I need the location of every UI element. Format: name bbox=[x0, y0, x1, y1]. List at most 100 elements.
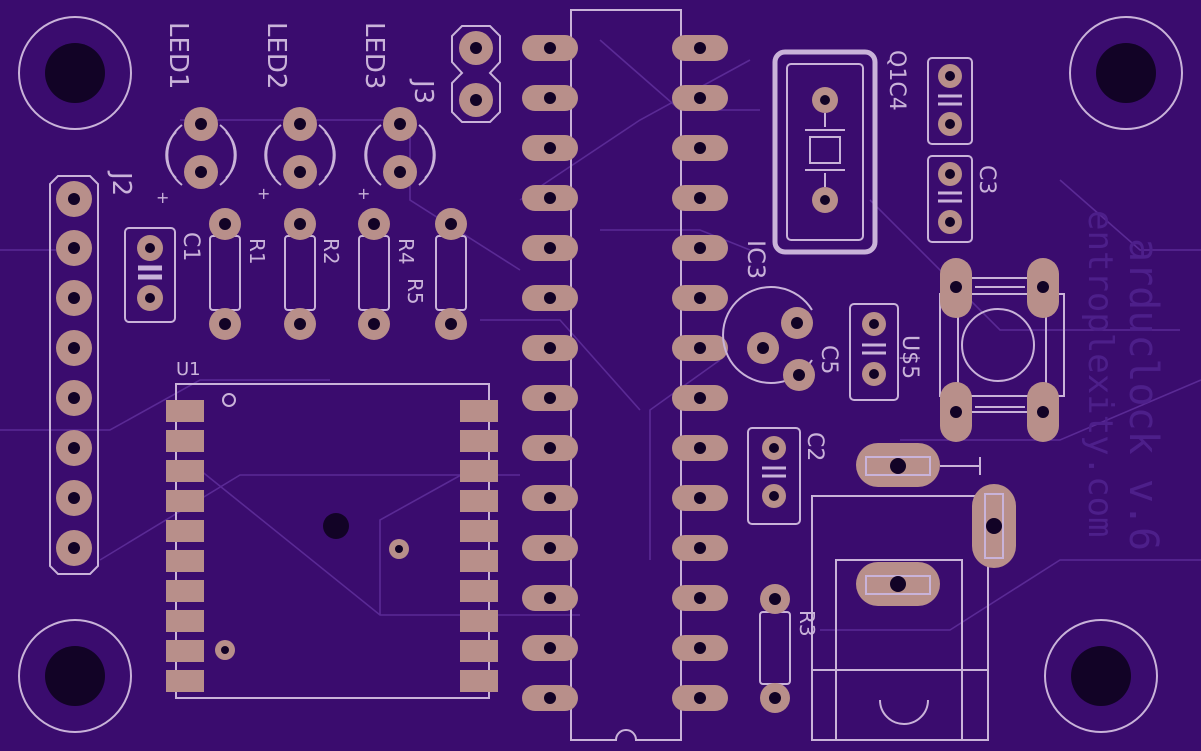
r5-resistor bbox=[435, 208, 467, 340]
board-url: entroplexity.com bbox=[1080, 210, 1120, 538]
u1-pad-left bbox=[166, 520, 204, 542]
ic-pin-left bbox=[522, 685, 578, 711]
ic-pin-right bbox=[672, 35, 728, 61]
ic-pin-left bbox=[522, 635, 578, 661]
u1-pad-right bbox=[460, 490, 498, 512]
u1-pad-left bbox=[166, 610, 204, 632]
label-q1: Q1 bbox=[884, 50, 909, 81]
ic-pin-right bbox=[672, 385, 728, 411]
label-r4: R4 bbox=[394, 238, 418, 265]
u1-module bbox=[166, 383, 498, 699]
label-r5: R5 bbox=[403, 278, 427, 305]
ic-pin-left bbox=[522, 285, 578, 311]
u1-pad-right bbox=[460, 430, 498, 452]
mounting-hole-top-right bbox=[1069, 16, 1183, 130]
ic-socket-28pin bbox=[522, 9, 728, 741]
u1-pad-right bbox=[460, 400, 498, 422]
ic-pin-right bbox=[672, 685, 728, 711]
label-j3: J3 bbox=[408, 78, 438, 104]
u1-pad-right bbox=[460, 610, 498, 632]
ic-pin-right bbox=[672, 185, 728, 211]
ic-pin-right bbox=[672, 285, 728, 311]
label-r3: R3 bbox=[795, 610, 819, 637]
u1-pad-left bbox=[166, 550, 204, 572]
j2-header bbox=[49, 175, 99, 575]
label-c3: C3 bbox=[974, 165, 999, 194]
ic-pin-left bbox=[522, 335, 578, 361]
r1-resistor bbox=[209, 208, 241, 340]
ic-pin-right bbox=[672, 585, 728, 611]
label-plus-led3: + bbox=[357, 184, 370, 203]
u1-pad-left bbox=[166, 490, 204, 512]
label-u5: U$5 bbox=[897, 335, 922, 379]
label-c5: C5 bbox=[816, 345, 841, 374]
r3-resistor bbox=[759, 584, 791, 713]
u1-pad-left bbox=[166, 400, 204, 422]
led2-footprint bbox=[264, 107, 336, 189]
label-plus-led2: + bbox=[257, 184, 270, 203]
u1-pad-right bbox=[460, 580, 498, 602]
ic3-regulator bbox=[722, 286, 815, 391]
u1-pad-left bbox=[166, 460, 204, 482]
ic-pin-right bbox=[672, 235, 728, 261]
mounting-hole-top-left bbox=[18, 16, 132, 130]
pushbutton bbox=[939, 258, 1065, 442]
label-u1: U1 bbox=[176, 359, 201, 380]
label-c1: C1 bbox=[178, 232, 203, 261]
ic-pin-left bbox=[522, 135, 578, 161]
j3-header bbox=[451, 25, 501, 123]
r4-resistor bbox=[358, 208, 390, 340]
ic-pin-right bbox=[672, 635, 728, 661]
copper-traces bbox=[0, 39, 1201, 631]
c5-capacitor bbox=[849, 303, 899, 401]
u1-pad-right bbox=[460, 460, 498, 482]
u1-pad-left bbox=[166, 580, 204, 602]
u1-pad-right bbox=[460, 550, 498, 572]
ic-pin-left bbox=[522, 185, 578, 211]
u1-pad-left bbox=[166, 430, 204, 452]
ic-pin-right bbox=[672, 85, 728, 111]
label-led2: LED2 bbox=[261, 22, 291, 89]
label-ic3: IC3 bbox=[742, 240, 770, 279]
label-led1: LED1 bbox=[163, 22, 193, 89]
u1-pad-right bbox=[460, 520, 498, 542]
ic-pin-left bbox=[522, 485, 578, 511]
power-jack bbox=[811, 443, 1016, 741]
ic-pin-right bbox=[672, 485, 728, 511]
q1-crystal bbox=[772, 49, 878, 255]
led1-footprint bbox=[165, 107, 237, 189]
led3-footprint bbox=[364, 107, 436, 189]
u1-pad-right bbox=[460, 670, 498, 692]
u1-pad-left bbox=[166, 640, 204, 662]
u1-pad-left bbox=[166, 670, 204, 692]
label-plus-led1: + bbox=[156, 188, 169, 207]
ic-pin-left bbox=[522, 235, 578, 261]
ic-pin-left bbox=[522, 435, 578, 461]
label-c4: C4 bbox=[884, 81, 909, 110]
c4-capacitor bbox=[927, 57, 973, 145]
label-led3: LED3 bbox=[359, 22, 389, 89]
ic-pin-right bbox=[672, 135, 728, 161]
c1-capacitor bbox=[124, 227, 176, 323]
mounting-hole-bottom-left bbox=[18, 619, 132, 733]
ic-pin-left bbox=[522, 385, 578, 411]
label-c2: C2 bbox=[802, 432, 827, 461]
r2-resistor bbox=[284, 208, 316, 340]
u1-pad-right bbox=[460, 640, 498, 662]
label-j2: J2 bbox=[106, 170, 136, 196]
label-q1c4: Q1C4 bbox=[884, 50, 909, 111]
ic-pin-left bbox=[522, 35, 578, 61]
ic-pin-right bbox=[672, 335, 728, 361]
label-r1: R1 bbox=[245, 238, 269, 265]
mounting-hole-bottom-right bbox=[1044, 619, 1158, 733]
ic-pin-left bbox=[522, 535, 578, 561]
ic-pin-left bbox=[522, 85, 578, 111]
label-r2: R2 bbox=[319, 238, 343, 265]
c3-capacitor bbox=[927, 155, 973, 243]
ic-pin-right bbox=[672, 535, 728, 561]
board-title: arduclock v.6 bbox=[1120, 238, 1166, 551]
ic-pin-left bbox=[522, 585, 578, 611]
ic-pin-right bbox=[672, 435, 728, 461]
c2-capacitor bbox=[747, 427, 801, 525]
